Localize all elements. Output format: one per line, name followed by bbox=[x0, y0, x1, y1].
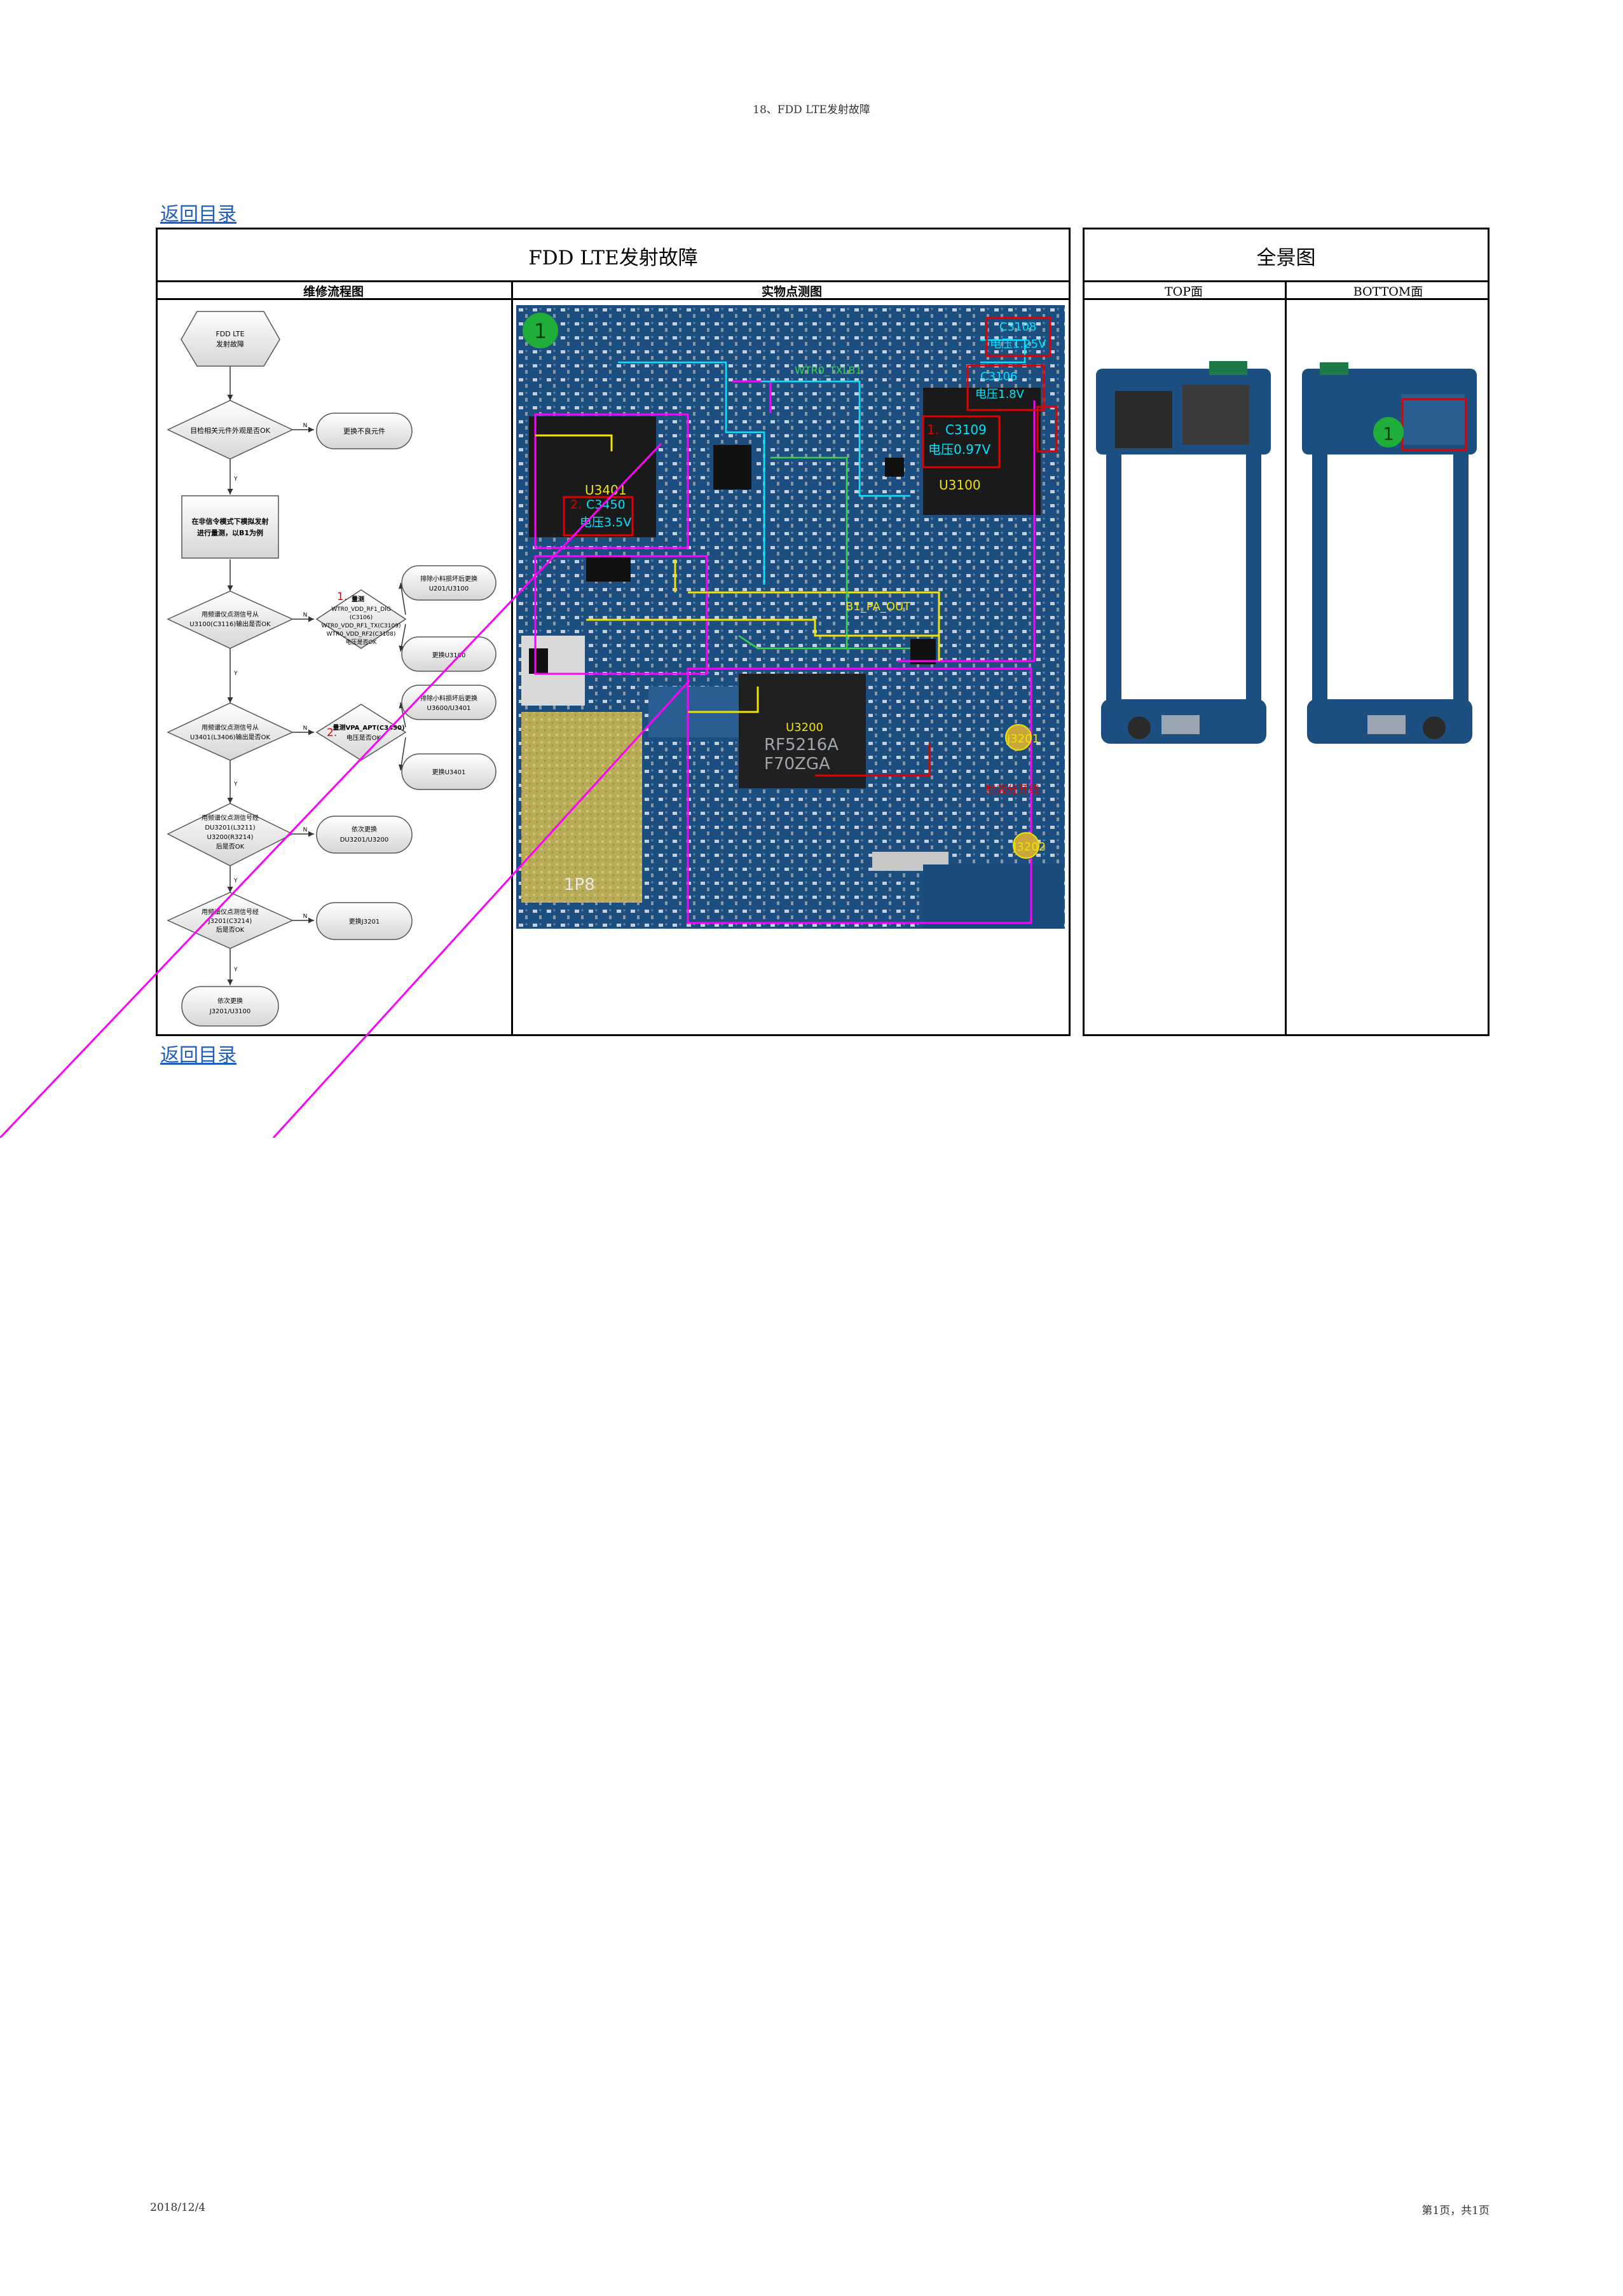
pano-col-divider bbox=[1285, 280, 1287, 1036]
footer-date: 2018/12/4 bbox=[150, 2201, 205, 2214]
photo-marker-number: 1 bbox=[534, 319, 547, 343]
footer-page-number: 第1页，共1页 bbox=[1421, 2201, 1489, 2217]
label-c3109-voltage: 电压0.97V bbox=[928, 442, 991, 457]
label-u3200: U3200 bbox=[786, 721, 823, 734]
flow-no-1: N bbox=[303, 423, 308, 429]
board-top-image bbox=[1088, 356, 1279, 763]
main-table-title: FDD LTE发射故障 bbox=[156, 242, 1071, 270]
col-header-flow: 维修流程图 bbox=[156, 282, 511, 299]
label-c3106-voltage: 电压1.8V bbox=[975, 388, 1025, 401]
flow-action-1: 更换不良元件 bbox=[343, 427, 385, 435]
panorama-title: 全景图 bbox=[1083, 242, 1489, 270]
callout-lines bbox=[0, 439, 699, 1138]
bottom-marker-number: 1 bbox=[1383, 423, 1394, 444]
col-header-photo: 实物点测图 bbox=[513, 282, 1071, 299]
label-j3202: J3202 bbox=[1013, 840, 1046, 854]
label-antenna-note: 射频分开线 bbox=[985, 784, 1039, 796]
flow-start-l1: FDD LTE bbox=[216, 330, 244, 338]
col-header-bottom: BOTTOM面 bbox=[1287, 282, 1489, 299]
flow-start-l2: 发射故障 bbox=[216, 339, 244, 348]
col-header-top: TOP面 bbox=[1083, 282, 1285, 299]
chip-marking-1: RF5216A bbox=[764, 735, 839, 755]
back-to-toc-link-top[interactable]: 返回目录 bbox=[160, 198, 236, 226]
chip-marking-2: F70ZGA bbox=[764, 755, 830, 774]
page-header: 18、FDD LTE发射故障 bbox=[0, 100, 1623, 116]
label-c3109: C3109 bbox=[945, 422, 987, 437]
label-c3106: C3106 bbox=[980, 370, 1017, 383]
label-u3100: U3100 bbox=[939, 477, 981, 493]
label-c3108-voltage: 电压1.25V bbox=[990, 338, 1046, 351]
board-bottom-image: 1 bbox=[1294, 356, 1485, 763]
label-b1-pa-out: B1_PA_OUT bbox=[846, 600, 911, 613]
label-c3108: C3108 bbox=[999, 320, 1036, 334]
label-wtr-txlb1: WTR0_TXLB1 bbox=[795, 364, 862, 377]
flow-decision-1: 目检相关元件外观是否OK bbox=[190, 426, 271, 435]
label-j3201: J3201 bbox=[1006, 732, 1039, 746]
label-c3109-num: 1. bbox=[927, 422, 939, 437]
